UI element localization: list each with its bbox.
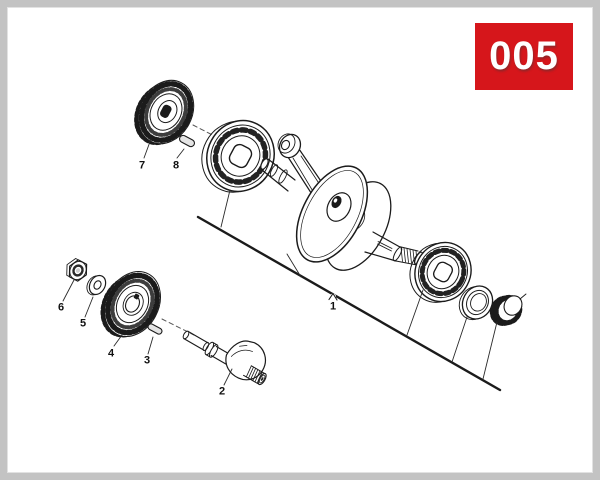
axis-line-lower <box>161 318 195 336</box>
group-leader-line-1 <box>196 215 502 392</box>
part-label-7: 7 <box>138 159 146 172</box>
part-label-2: 2 <box>218 385 226 398</box>
leader-line-crankshaft <box>286 253 302 278</box>
leader-line-3 <box>147 336 154 355</box>
leader-line-seal <box>451 316 468 363</box>
page-number-badge: 005 <box>475 23 573 90</box>
leader-line-2 <box>223 368 233 386</box>
part-label-1: 1 <box>329 300 337 313</box>
leader-line-5 <box>84 296 94 318</box>
leader-line-bearing-left <box>220 189 231 228</box>
leader-line-sprocket <box>482 321 498 380</box>
key-3-drawing <box>147 323 163 335</box>
key-8-drawing <box>178 134 196 148</box>
leader-line-4 <box>113 334 123 347</box>
leader-line-7 <box>143 138 152 159</box>
gear-7-drawing <box>134 79 195 146</box>
part-label-5: 5 <box>79 317 87 330</box>
leader-line-bearing-right <box>406 289 424 336</box>
balance-shaft-drawing <box>182 330 267 386</box>
ball-bearing-left-drawing <box>201 119 275 193</box>
crankshaft-drawing <box>260 133 423 271</box>
leader-line-8 <box>176 148 185 159</box>
washer-drawing <box>86 274 107 296</box>
leader-line-6 <box>62 279 75 302</box>
oil-seal-drawing <box>458 285 494 321</box>
part-label-3: 3 <box>143 354 151 367</box>
ball-bearing-right-drawing <box>409 241 472 303</box>
gear-4-drawing <box>100 271 161 338</box>
nut-drawing <box>66 258 88 282</box>
part-label-6: 6 <box>57 301 65 314</box>
part-label-4: 4 <box>107 347 115 360</box>
sprocket-drawing <box>489 293 527 326</box>
part-label-8: 8 <box>172 159 180 172</box>
